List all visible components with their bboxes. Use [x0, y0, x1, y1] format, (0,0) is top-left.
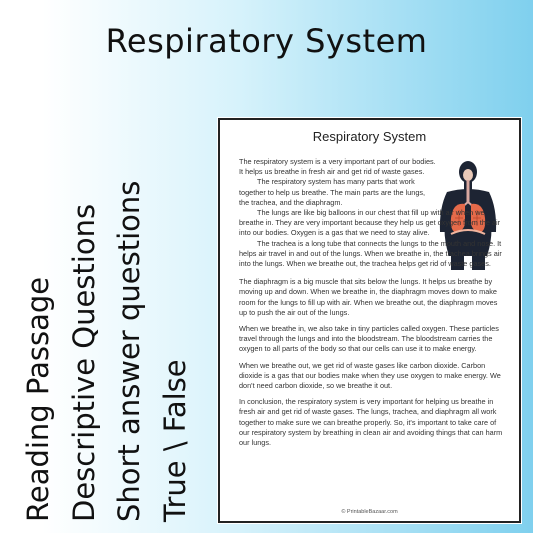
page-title: Respiratory System — [105, 22, 428, 60]
passage-paragraph: When we breathe out, we get rid of waste… — [239, 360, 501, 391]
passage-text: The respiratory system is a very importa… — [239, 157, 507, 454]
feature-short-answer-questions: Short answer questions — [112, 180, 146, 522]
feature-descriptive-questions: Descriptive Questions — [67, 203, 101, 522]
passage-paragraph: The trachea is a long tube that connects… — [239, 238, 502, 269]
passage-paragraph: The diaphragm is a big muscle that sits … — [239, 277, 498, 317]
passage-paragraph: In conclusion, the respiratory system is… — [239, 397, 503, 448]
worksheet-preview: Respiratory System The respiratory syste… — [218, 118, 521, 523]
feature-true-false: True \ False — [158, 359, 192, 522]
passage-paragraph: The lungs are like big balloons in our c… — [239, 208, 501, 238]
feature-reading-passage: Reading Passage — [21, 276, 55, 522]
worksheet-title: Respiratory System — [312, 129, 427, 144]
worksheet-footer: © PrintableBazaar.com — [341, 509, 398, 515]
passage-paragraph: When we breathe in, we also take in tiny… — [239, 324, 499, 354]
passage-paragraph: The respiratory system is a very importa… — [239, 157, 436, 177]
passage-paragraph: The respiratory system has many parts th… — [239, 177, 426, 207]
respiratory-system-illustration — [439, 161, 497, 270]
